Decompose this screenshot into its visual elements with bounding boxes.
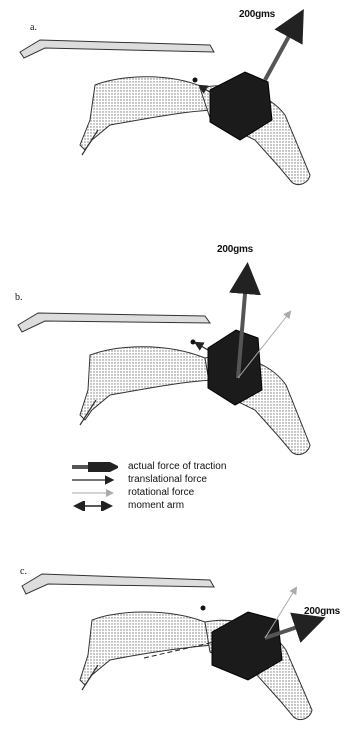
palm-shape xyxy=(80,612,212,685)
pivot-dot xyxy=(193,78,198,83)
palm-shape xyxy=(80,77,212,150)
splint-bar xyxy=(22,574,214,594)
legend-label-translational-force: translational force xyxy=(128,474,207,485)
legend-label-moment-arm: moment arm xyxy=(128,500,184,511)
splint-bar xyxy=(20,40,214,58)
legend-item-rotational-force: rotational force xyxy=(70,486,300,499)
panel-a-illustration xyxy=(0,0,355,200)
legend: actual force of traction translational f… xyxy=(70,460,300,512)
legend-item-translational-force: translational force xyxy=(70,473,300,486)
rotational-force-swatch xyxy=(70,488,118,498)
panel-c: c. 200gms xyxy=(0,560,355,733)
panel-a: a. 200gms xyxy=(0,0,355,200)
traction-cuff xyxy=(208,330,262,405)
pivot-dot xyxy=(201,606,206,611)
splint-bar xyxy=(18,313,210,332)
pivot-dot xyxy=(191,340,196,345)
legend-item-actual-force: actual force of traction xyxy=(70,460,300,473)
legend-item-moment-arm: moment arm xyxy=(70,499,300,512)
panel-b-illustration xyxy=(0,230,355,460)
moment-arm-swatch xyxy=(70,501,118,511)
legend-label-actual-force: actual force of traction xyxy=(128,461,226,472)
translational-force-arrow xyxy=(196,343,208,350)
panel-b: b. 200gms xyxy=(0,230,355,460)
translational-force-swatch xyxy=(70,475,118,485)
traction-arrow xyxy=(265,16,300,80)
panel-c-illustration xyxy=(0,560,355,733)
palm-shape xyxy=(80,347,212,420)
legend-label-rotational-force: rotational force xyxy=(128,487,194,498)
actual-force-swatch xyxy=(70,462,118,472)
